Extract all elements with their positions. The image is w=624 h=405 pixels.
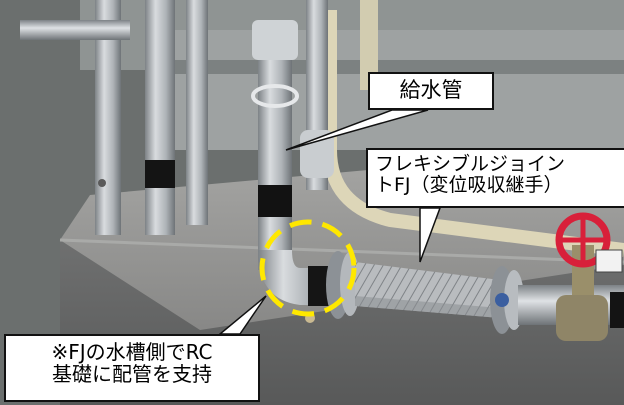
valve-body <box>556 295 608 341</box>
left-pipe-3 <box>186 0 208 225</box>
water-supply-pipe <box>258 20 292 270</box>
callout-flexible-joint-line-2: トFJ（変位吸収継手） <box>375 174 563 197</box>
left-pipe-2-tape <box>145 160 175 188</box>
callout-flexible-joint: フレキシブルジョイン トFJ（変位吸収継手） <box>366 148 624 208</box>
flexible-joint-hose-shade <box>355 296 500 318</box>
flange-badge <box>495 293 509 307</box>
elbow-tape <box>308 266 330 306</box>
leader-flexible-joint <box>419 207 442 263</box>
callout-water-supply-pipe-text: 給水管 <box>399 78 463 102</box>
leader-water-supply <box>285 109 429 151</box>
cream-pipe-vertical-2 <box>360 0 378 90</box>
slab-edge <box>59 238 624 264</box>
callout-fj-support: ※FJの水槽側でRC 基礎に配管を支持 <box>4 334 260 402</box>
callout-fj-support-line-1: ※FJの水槽側でRC <box>51 340 213 364</box>
callout-flexible-joint-line-1: フレキシブルジョイン <box>375 153 566 175</box>
right-pipe-tape <box>610 292 624 328</box>
water-supply-pipe-tape <box>258 185 292 217</box>
callout-water-supply-pipe: 給水管 <box>368 72 494 110</box>
water-supply-pipe-top-fitting <box>252 20 298 60</box>
left-pipe-2 <box>145 0 175 235</box>
valve-tag <box>595 249 623 273</box>
pipe-clamp <box>251 84 299 108</box>
bolt <box>98 179 106 187</box>
left-horizontal-pipe <box>20 20 130 40</box>
highlight-circle <box>259 219 357 317</box>
callout-fj-support-line-2: 基礎に配管を支持 <box>52 362 212 387</box>
